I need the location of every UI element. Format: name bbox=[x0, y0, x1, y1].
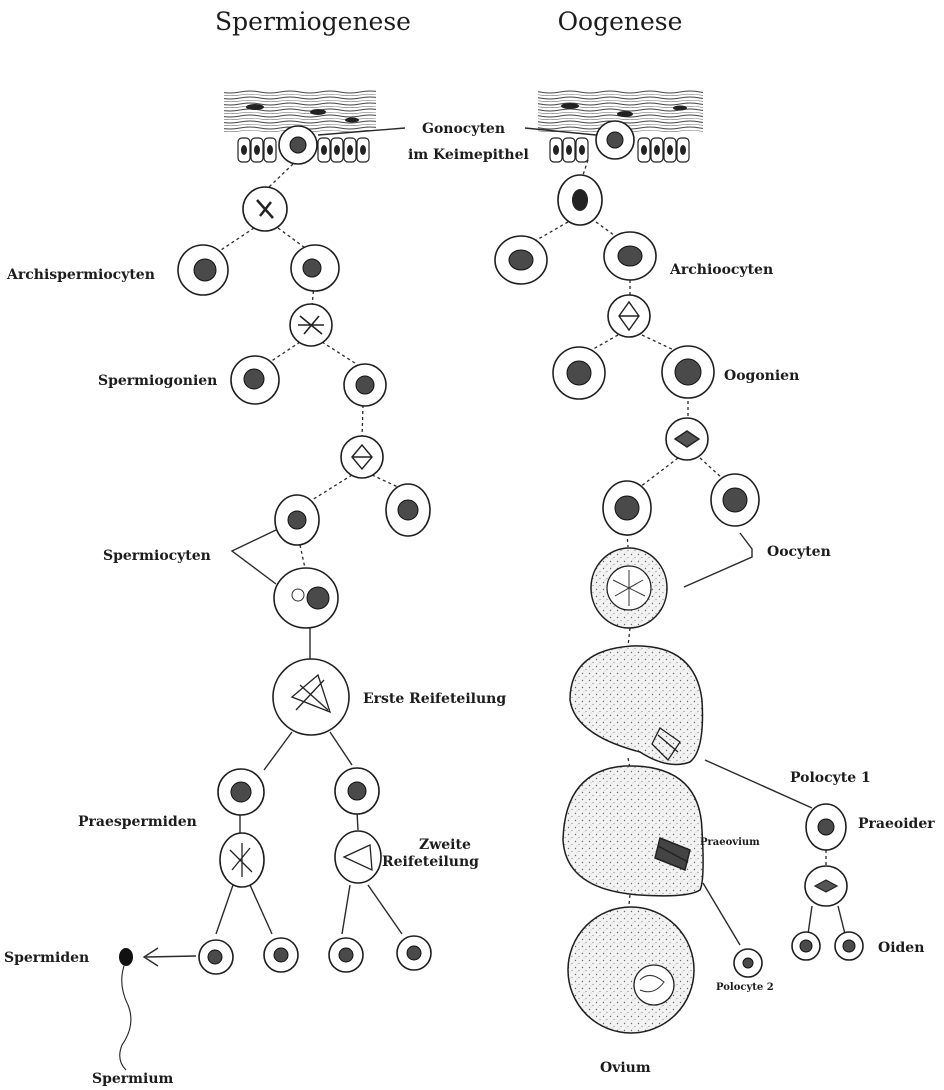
cell-oocyte-large bbox=[591, 548, 667, 628]
cell-spermiogonie-b bbox=[344, 364, 386, 406]
label-polocyte-2: Polocyte 2 bbox=[716, 982, 774, 993]
cell-praespermide-b bbox=[335, 768, 379, 814]
cell-archispermiocyte-a bbox=[178, 245, 228, 295]
label-oiden: Oiden bbox=[878, 940, 924, 956]
arrow-spermiden bbox=[144, 948, 196, 966]
cell-spermide-2 bbox=[264, 938, 298, 972]
cell-archispermiocyte-b bbox=[291, 245, 339, 291]
cell-oide-a bbox=[792, 932, 820, 960]
label-spermiocyten: Spermiocyten bbox=[103, 548, 211, 564]
cell-polocyte-1 bbox=[806, 804, 846, 850]
cell-praespermide-a bbox=[218, 769, 264, 815]
cell-archioocyte-b bbox=[604, 232, 656, 280]
cell-spermiocyte-b bbox=[386, 484, 430, 536]
label-praeovium: Praeovium bbox=[700, 837, 760, 848]
label-polocyte-1: Polocyte 1 bbox=[790, 770, 871, 786]
label-erste-reifeteilung: Erste Reifeteilung bbox=[363, 691, 506, 707]
cell-oocyte-b bbox=[711, 474, 759, 526]
cell-archioocyte-a bbox=[495, 236, 547, 284]
cell-oocyte-a bbox=[603, 481, 651, 535]
title-spermiogenese: Spermiogenese bbox=[215, 7, 411, 36]
cell-right-division-3 bbox=[666, 418, 708, 460]
label-oogonien: Oogonien bbox=[724, 368, 799, 384]
spermium-illustration bbox=[119, 948, 133, 1070]
bracket-oocyten bbox=[684, 533, 752, 587]
label-oocyten: Oocyten bbox=[767, 544, 831, 560]
label-ovium: Ovium bbox=[600, 1060, 651, 1076]
cell-praeovium bbox=[563, 766, 703, 896]
cell-oogonie-b bbox=[662, 346, 714, 398]
label-zweite: Zweite bbox=[419, 837, 471, 853]
label-praespermiden: Praespermiden bbox=[78, 814, 197, 830]
label-spermiden: Spermiden bbox=[4, 950, 89, 966]
cell-ovium bbox=[568, 907, 694, 1033]
cell-spermiocyte-c bbox=[274, 568, 338, 628]
cell-spermide-4 bbox=[397, 936, 431, 970]
cell-left-division-3 bbox=[341, 436, 383, 478]
cell-polocyte-2 bbox=[734, 949, 762, 977]
cell-left-division-1 bbox=[243, 187, 287, 231]
cell-oide-b bbox=[835, 932, 863, 960]
bracket-spermiocyten bbox=[232, 530, 276, 584]
epithelium-right bbox=[538, 90, 703, 162]
label-archispermiocyten: Archispermiocyten bbox=[6, 267, 155, 283]
cell-spermiocyte-a bbox=[275, 495, 319, 545]
cell-right-division-1 bbox=[558, 175, 602, 225]
cell-spermiogonie-a bbox=[231, 356, 279, 404]
cell-oogonie-a bbox=[553, 347, 605, 399]
cell-spermide-3 bbox=[329, 938, 363, 972]
label-reifeteilung: Reifeteilung bbox=[382, 854, 479, 870]
cell-erste-reifeteilung-right bbox=[570, 646, 703, 765]
epithelium-left bbox=[224, 90, 376, 164]
cell-zweite-reifeteilung-b bbox=[335, 831, 381, 883]
cell-left-division-2 bbox=[290, 304, 332, 346]
label-spermiogonien: Spermiogonien bbox=[98, 373, 217, 389]
cell-erste-reifeteilung-left bbox=[273, 659, 349, 735]
cell-right-division-2 bbox=[608, 295, 650, 337]
label-im-keimepithel: im Keimepithel bbox=[408, 147, 529, 163]
cell-praeoider-division bbox=[805, 866, 847, 906]
label-praeoider: Praeoider bbox=[858, 816, 935, 832]
title-oogenese: Oogenese bbox=[558, 7, 683, 36]
label-gonocyten: Gonocyten bbox=[422, 121, 505, 137]
label-archioocyten: Archioocyten bbox=[669, 262, 773, 278]
cell-spermide-1 bbox=[199, 940, 233, 974]
cell-zweite-reifeteilung-a bbox=[220, 833, 264, 887]
label-spermium: Spermium bbox=[92, 1071, 173, 1087]
